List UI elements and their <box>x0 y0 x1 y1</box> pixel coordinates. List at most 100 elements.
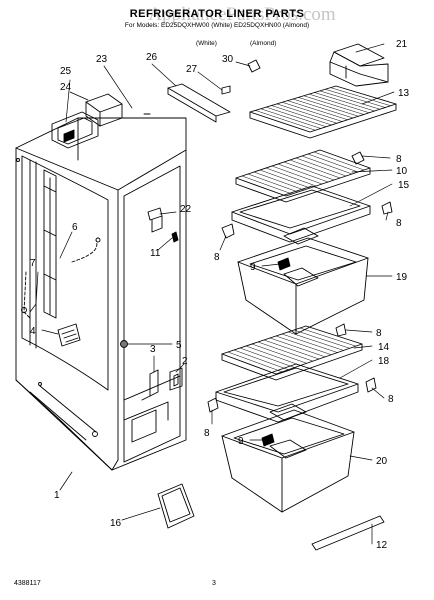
lower-clip <box>335 323 347 337</box>
trim-strip-12 <box>311 515 385 551</box>
model-subtitle: For Models: ED25DQXHW00 (White) ED25DQXH… <box>124 22 310 29</box>
shelf-wire <box>293 329 350 349</box>
shelf-wire <box>287 100 348 120</box>
callout-24: 24 <box>60 82 72 93</box>
callout-30: 30 <box>222 54 234 65</box>
callout-19: 19 <box>396 272 408 283</box>
callout-labels: 21 13 8 10 15 8 8 9 19 8 14 18 8 8 9 20 … <box>30 39 410 551</box>
shelf-wire <box>265 167 317 187</box>
shelf-10 <box>235 149 371 203</box>
clip-30 <box>247 59 261 73</box>
shelf-wire <box>282 102 343 122</box>
shelf-wire <box>298 97 359 117</box>
shelf-wire <box>301 155 353 175</box>
page-number: 3 <box>212 580 216 587</box>
frame-clip-left <box>221 223 235 239</box>
callout-15: 15 <box>398 180 410 191</box>
slide-control-9b <box>261 433 275 447</box>
shelf-wire <box>241 175 293 195</box>
screw-11 <box>171 231 179 243</box>
shelf-wire <box>269 337 326 358</box>
callout-21: 21 <box>396 39 408 50</box>
shelf-wire <box>245 345 301 366</box>
diagram-title: REFRIGERATOR LINER PARTS <box>129 8 305 20</box>
shelf-clip <box>351 151 365 165</box>
callout-14: 14 <box>378 342 390 353</box>
shelf-wire <box>257 341 314 362</box>
callout-8f: 8 <box>204 428 210 439</box>
shelf-wire <box>275 335 332 355</box>
shelf-13 <box>249 85 397 139</box>
callout-5: 5 <box>176 340 182 351</box>
control-housing <box>51 111 99 149</box>
callout-8e: 8 <box>388 394 394 405</box>
shelf-wire <box>233 349 289 370</box>
variant-white: (White) <box>196 40 217 47</box>
watermark: AppliancePartsPros.com <box>148 4 336 25</box>
light-switch <box>57 323 81 347</box>
cabinet-liner <box>15 117 187 471</box>
shelf-wire <box>281 333 338 353</box>
callout-16: 16 <box>110 518 122 529</box>
shelf-wire <box>325 89 386 108</box>
callout-9a: 9 <box>250 262 256 273</box>
shelf-wire <box>227 351 283 373</box>
frame-18-clip-right <box>365 377 377 393</box>
shelf-wire <box>289 159 341 179</box>
shelf-wire <box>313 151 365 171</box>
callout-4: 4 <box>30 326 36 337</box>
shelf-wire <box>307 153 359 173</box>
shelf-wire <box>276 103 338 124</box>
diagram-code: 4388117 <box>14 580 41 587</box>
callout-26: 26 <box>146 52 158 63</box>
shelf-ladder-rail <box>43 169 57 319</box>
shelf-wire <box>277 163 329 183</box>
callout-11: 11 <box>150 248 161 259</box>
plug-5 <box>120 340 128 348</box>
shelf-wire <box>255 110 316 131</box>
shelf-wire <box>271 105 332 126</box>
shelf-wire <box>308 93 370 113</box>
shelf-wire <box>292 98 354 119</box>
callout-3: 3 <box>150 344 156 355</box>
shelf-wire <box>251 343 307 364</box>
crisper-drawer-20 <box>221 403 355 513</box>
callout-8a: 8 <box>396 154 402 165</box>
shelf-wire <box>299 327 357 347</box>
shelf-wire <box>330 87 391 106</box>
shelf-wire <box>247 173 299 193</box>
callout-9b: 9 <box>238 436 244 447</box>
callout-8c: 8 <box>214 252 220 263</box>
shelf-wire <box>260 108 321 129</box>
callout-13: 13 <box>398 88 410 99</box>
shelf-14 <box>221 325 363 381</box>
shelf-10-wires <box>241 151 365 195</box>
callout-10: 10 <box>396 166 408 177</box>
slide-control-9 <box>277 257 291 271</box>
callout-1: 1 <box>54 490 60 501</box>
shelf-wire <box>295 157 347 177</box>
shelf-wire <box>314 92 375 112</box>
callout-20: 20 <box>376 456 388 467</box>
wire-harness <box>21 237 101 319</box>
callout-27: 27 <box>186 64 198 75</box>
callout-7: 7 <box>30 258 36 269</box>
crisper-drawer-19 <box>237 227 369 335</box>
light-lens-16 <box>157 483 195 529</box>
shelf-wire <box>253 171 305 191</box>
callout-6: 6 <box>72 222 78 233</box>
shelf-13-wires <box>255 87 391 131</box>
shelf-wire <box>287 331 344 351</box>
callout-25: 25 <box>60 66 72 77</box>
callout-18: 18 <box>378 356 390 367</box>
bracket-2 <box>169 367 183 391</box>
callout-8b: 8 <box>396 218 402 229</box>
shelf-wire <box>271 165 323 185</box>
shelf-wire <box>265 106 327 127</box>
frame-18-clip-left <box>207 397 219 413</box>
shelf-wire <box>303 95 364 115</box>
shelf-wire <box>259 169 311 189</box>
top-rail <box>167 83 231 123</box>
callout-8d: 8 <box>376 328 382 339</box>
